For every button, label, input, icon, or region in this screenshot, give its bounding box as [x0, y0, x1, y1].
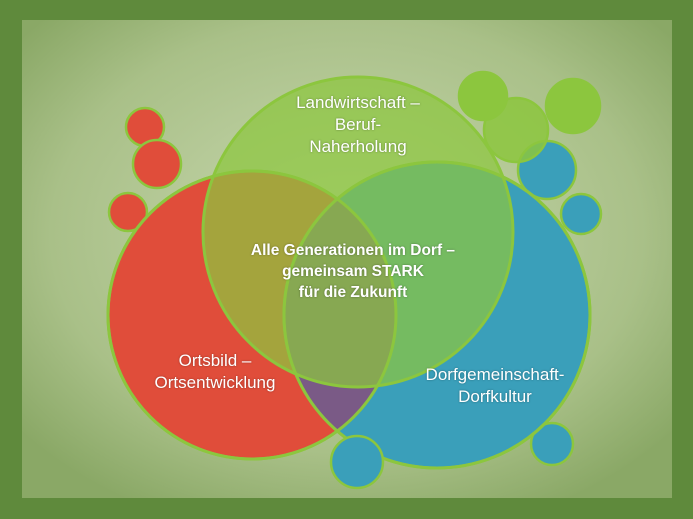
- label-right-line-2: Dorfkultur: [458, 387, 532, 406]
- label-left-line-2: Ortsentwicklung: [154, 373, 276, 392]
- center-line-1: Alle Generationen im Dorf –: [250, 242, 456, 259]
- label-right: Dorfgemeinschaft- Dorfkultur: [400, 364, 590, 408]
- outline-right: [282, 160, 592, 470]
- outline-left: [106, 169, 398, 461]
- label-left-line-1: Ortsbild –: [178, 351, 252, 370]
- center-title: Alle Generationen im Dorf – gemeinsam ST…: [208, 240, 498, 303]
- label-top-line-1: Landwirtschaft –: [296, 93, 420, 112]
- circle-top-landwirtschaft: [201, 75, 515, 389]
- label-top: Landwirtschaft – Beruf- Naherholung: [258, 92, 458, 158]
- bubble-green-2: [482, 96, 550, 164]
- bubble-bottom: [329, 434, 385, 490]
- label-left: Ortsbild – Ortsentwicklung: [125, 350, 305, 394]
- label-right-line-1: Dorfgemeinschaft-: [425, 365, 565, 384]
- label-top-line-3: Naherholung: [309, 137, 407, 156]
- center-line-2: gemeinsam STARK: [282, 263, 424, 280]
- center-line-3: für die Zukunft: [298, 284, 408, 301]
- label-top-line-2: Beruf-: [334, 115, 382, 134]
- bubble-red-3: [107, 191, 149, 233]
- bubble-blue-3: [529, 421, 575, 467]
- bubble-red-2: [131, 138, 183, 190]
- bubble-green-3: [544, 77, 602, 135]
- bubble-blue-2: [559, 192, 603, 236]
